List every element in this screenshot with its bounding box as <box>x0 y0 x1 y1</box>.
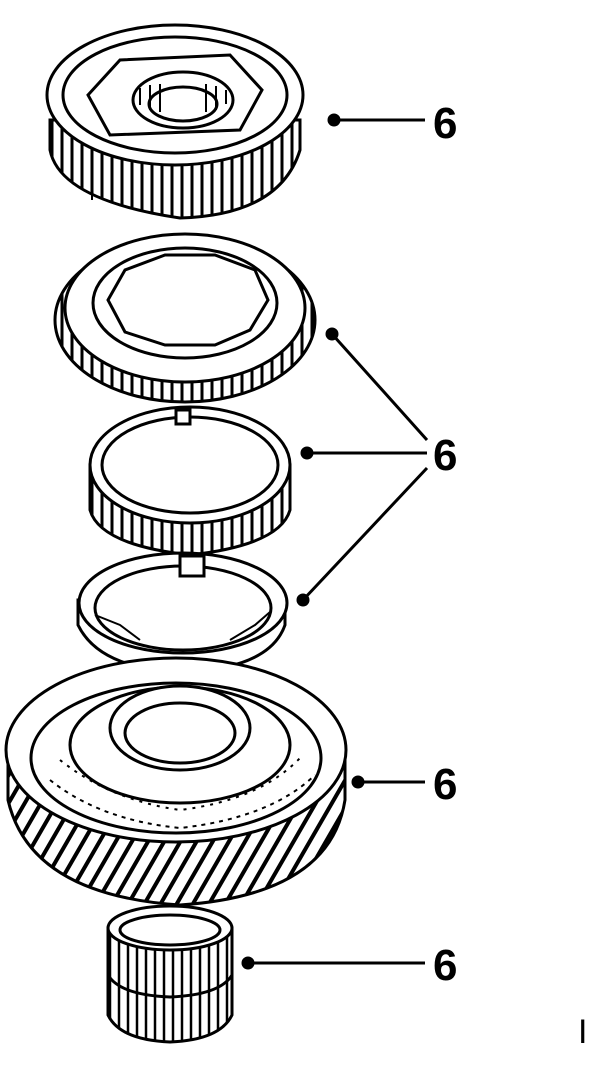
callout-label-hub: 6 <box>433 99 457 148</box>
callout-label-rings: 6 <box>433 431 457 480</box>
inner-ring-part <box>76 551 289 674</box>
helical-gear-part <box>4 656 348 907</box>
leader-dot-bearing <box>241 956 255 970</box>
corner-mark: I <box>578 1013 587 1051</box>
leader-dot-gear <box>351 775 365 789</box>
needle-bearing-part <box>106 904 234 1044</box>
leader-line-ring-bottom <box>301 466 429 602</box>
leader-lines <box>241 113 429 970</box>
leader-dot-ring-bottom <box>296 593 310 607</box>
leader-line-ring-top <box>330 332 429 442</box>
synchro-ring-part <box>53 232 317 404</box>
cone-ring-part <box>88 405 292 557</box>
leader-dot-ring-top <box>325 327 339 341</box>
callout-label-bearing: 6 <box>433 941 457 990</box>
callout-label-gear: 6 <box>433 760 457 809</box>
synchro-hub-part <box>45 23 305 220</box>
leader-dot-ring-mid <box>300 446 314 460</box>
leader-dot-hub <box>327 113 341 127</box>
